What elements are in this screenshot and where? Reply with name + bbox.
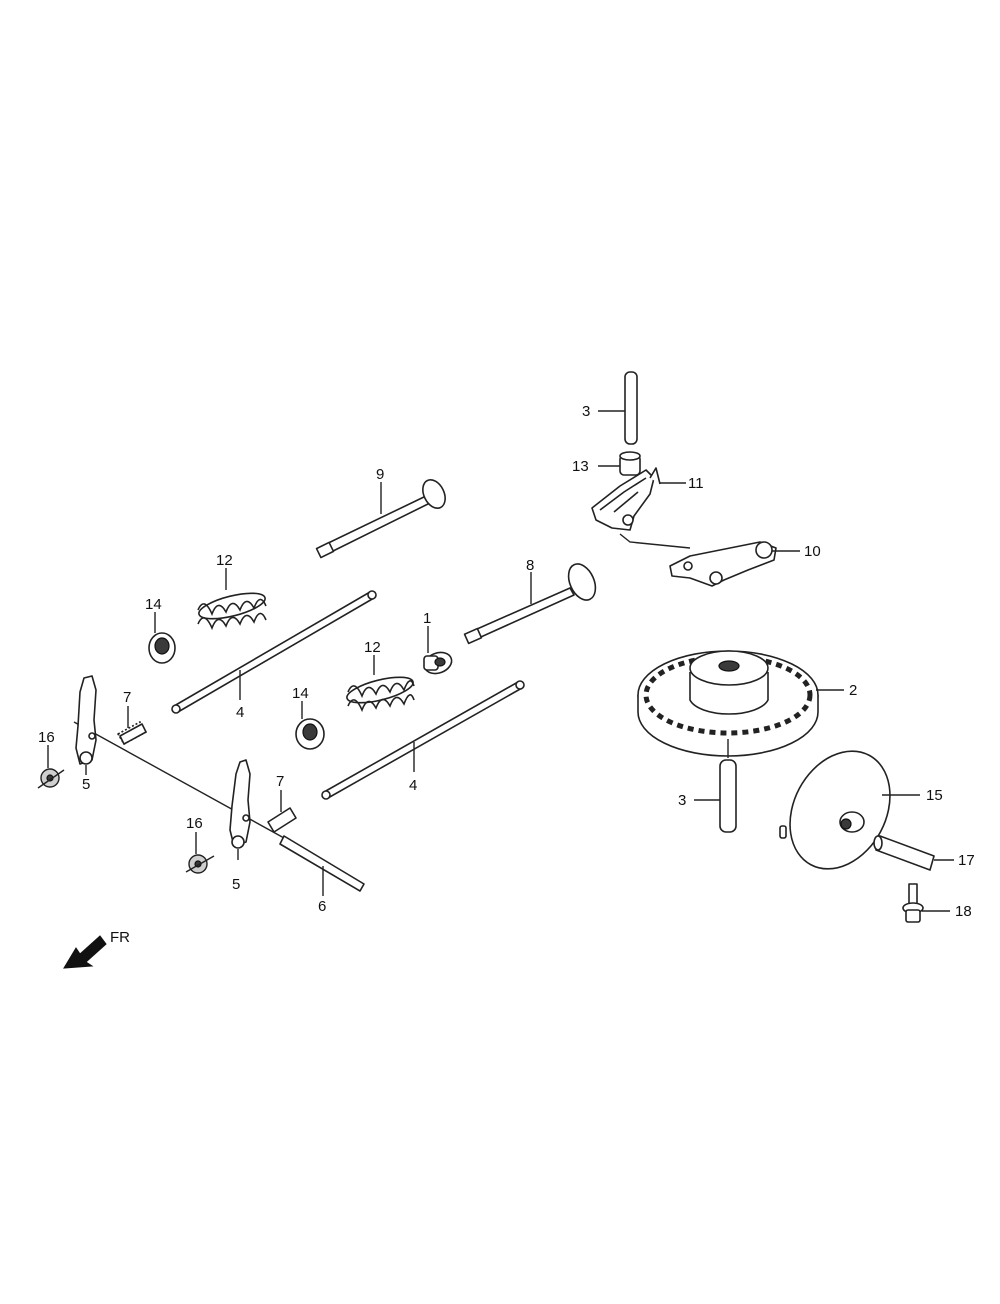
adjuster-nut-right xyxy=(185,832,215,874)
valve-spring-lower xyxy=(346,655,415,713)
exhaust-valve xyxy=(315,479,446,559)
bushing xyxy=(598,451,641,476)
callout-11: 11 xyxy=(688,475,704,492)
cam-shaft-pin xyxy=(694,759,737,833)
callout-4-upper: 4 xyxy=(236,704,244,721)
callout-12-upper: 12 xyxy=(216,552,233,569)
flange-bolt xyxy=(902,883,950,923)
callout-12-lower: 12 xyxy=(364,639,381,656)
rocker-arm-left xyxy=(75,675,97,775)
callout-1: 1 xyxy=(423,610,431,627)
callout-14-upper: 14 xyxy=(145,596,162,613)
callout-6: 6 xyxy=(318,898,326,915)
valve-adjuster-right xyxy=(267,790,297,833)
callout-18: 18 xyxy=(955,903,972,920)
callout-2: 2 xyxy=(849,682,857,699)
camshaft-gear xyxy=(637,650,844,758)
callout-16-left: 16 xyxy=(38,729,55,746)
valve-spring-upper xyxy=(197,568,267,631)
callout-15: 15 xyxy=(926,787,943,804)
callout-9: 9 xyxy=(376,466,384,483)
callout-10: 10 xyxy=(804,543,821,560)
callout-3-upper: 3 xyxy=(582,403,590,420)
rocker-pivot-shaft xyxy=(73,721,365,896)
spring-retainer-upper xyxy=(148,612,176,664)
callout-4-lower: 4 xyxy=(409,777,417,794)
callout-7-right: 7 xyxy=(276,773,284,790)
callout-5-left: 5 xyxy=(82,776,90,793)
rocker-arm-right xyxy=(229,759,251,860)
callout-3-lower: 3 xyxy=(678,792,686,809)
callout-17: 17 xyxy=(958,852,975,869)
spring-retainer-lower xyxy=(295,701,325,750)
pushrod-4-lower xyxy=(321,680,525,800)
pushrod-4-upper xyxy=(171,590,377,714)
callout-8: 8 xyxy=(526,557,534,574)
callout-16-right: 16 xyxy=(186,815,203,832)
pushrod-upper xyxy=(598,371,638,445)
rocker-arm xyxy=(669,541,800,587)
valve-adjuster-left xyxy=(117,706,147,745)
valve-cap xyxy=(423,626,453,675)
governor-plate xyxy=(779,750,920,870)
governor-shaft xyxy=(873,835,954,871)
adjuster-nut-left xyxy=(37,745,65,789)
callout-5-right: 5 xyxy=(232,876,240,893)
intake-valve xyxy=(463,563,597,645)
front-direction-arrow-icon xyxy=(63,935,107,969)
callout-14-lower: 14 xyxy=(292,685,309,702)
rocker-bracket xyxy=(591,467,686,531)
front-direction-label: FR xyxy=(110,929,130,946)
callout-7-left: 7 xyxy=(123,689,131,706)
callout-13: 13 xyxy=(572,458,589,475)
